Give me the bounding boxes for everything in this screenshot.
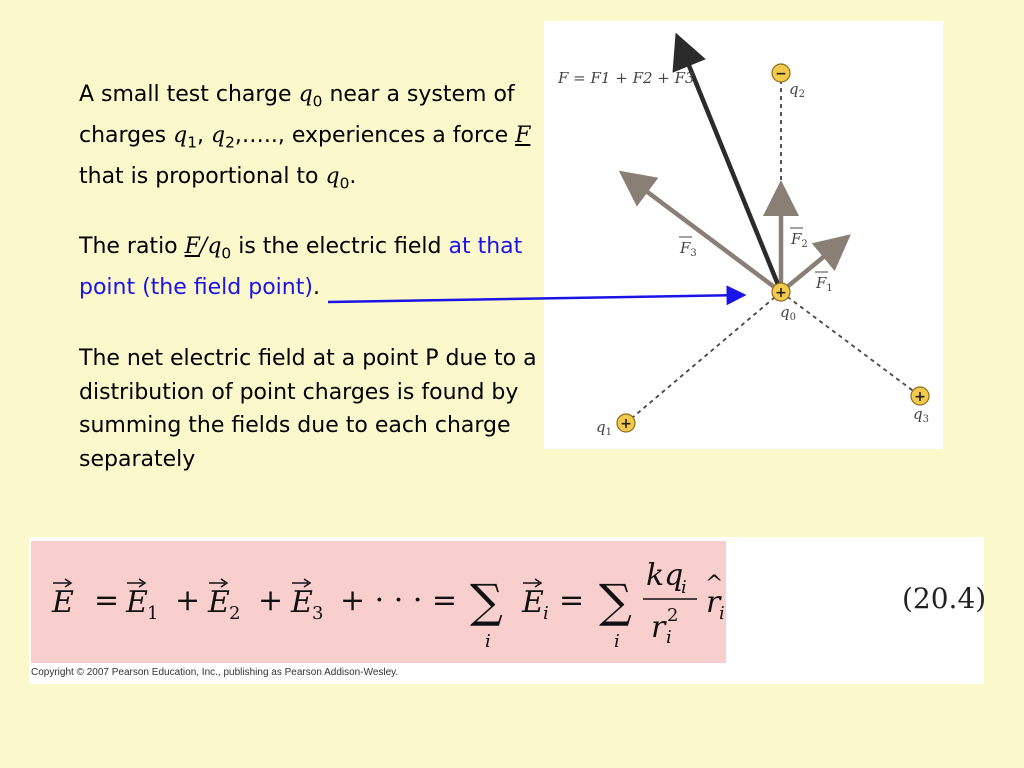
text-span: . — [312, 274, 320, 300]
svg-text:+: + — [775, 285, 787, 301]
svg-text:r: r — [651, 610, 667, 645]
svg-text:r: r — [706, 585, 722, 620]
net-force-sum-label: F = F1 + F2 + F3 — [557, 69, 695, 87]
svg-text:E: E — [125, 585, 148, 620]
svg-text:∑: ∑ — [599, 574, 632, 628]
dashed-line-q1 — [625, 291, 782, 424]
svg-text:1: 1 — [147, 603, 158, 624]
text-span: ,….., experiences a force — [234, 122, 516, 148]
charge-q0: + q0 — [771, 282, 796, 323]
net-force-arrow — [672, 32, 784, 293]
svg-text:E: E — [290, 585, 313, 620]
svg-text:−: − — [775, 66, 787, 82]
svg-text:+: + — [258, 583, 283, 618]
charge-q1: + q1 — [596, 413, 636, 438]
svg-text:kq: kq — [646, 558, 683, 593]
svg-text:i: i — [719, 603, 725, 624]
svg-text:=: = — [559, 583, 584, 618]
text-span: . — [349, 163, 357, 189]
q0-symbol: q0 — [298, 82, 323, 111]
copyright-notice: Copyright © 2007 Pearson Education, Inc.… — [31, 667, 399, 678]
svg-text:i: i — [543, 603, 549, 624]
svg-text:q2: q2 — [789, 80, 805, 100]
svg-text:i: i — [614, 631, 620, 652]
equation-panel: E = E 1 + E 2 + E 3 + · · · = ∑ i E — [29, 537, 987, 684]
label-f2: F2 — [790, 227, 808, 250]
label-f3: F3 — [679, 236, 697, 259]
svg-text:i: i — [681, 577, 687, 598]
svg-text:E: E — [521, 585, 544, 620]
svg-text:F1: F1 — [815, 274, 833, 294]
text-span: is the electric field — [231, 234, 449, 259]
svg-text:+: + — [620, 416, 632, 432]
svg-text:E: E — [207, 585, 230, 620]
text-span: A small test charge — [79, 82, 299, 107]
svg-text:3: 3 — [312, 603, 323, 624]
text-span: , — [197, 122, 212, 148]
dashed-line-q3 — [780, 291, 921, 397]
svg-text:+ · · · =: + · · · = — [340, 583, 457, 618]
equation-box — [31, 541, 726, 663]
equation-20-4: E = E 1 + E 2 + E 3 + · · · = ∑ i E — [51, 558, 725, 652]
force-arrow-f1 — [779, 234, 851, 294]
svg-text:2: 2 — [667, 605, 678, 626]
force-arrow-f3 — [618, 170, 783, 294]
force-symbol: F — [184, 234, 200, 259]
q0-symbol: q0 — [207, 234, 232, 263]
svg-text:+: + — [914, 389, 926, 405]
slash: / — [199, 234, 208, 259]
svg-text:∑: ∑ — [470, 574, 503, 628]
force-symbol: F — [515, 122, 531, 148]
svg-text:i: i — [666, 627, 672, 648]
paragraph-superposition: The net electric field at a point P due … — [79, 346, 537, 472]
text-span: near a system of charges — [79, 82, 515, 148]
svg-text:F2: F2 — [790, 230, 808, 250]
label-f1: F1 — [815, 271, 833, 294]
charge-q2: − q2 — [771, 63, 805, 100]
q1-symbol: q1 — [173, 122, 198, 152]
q0-symbol: q0 — [325, 163, 350, 193]
charge-q3: + q3 — [910, 386, 930, 425]
q2-symbol: q2 — [211, 122, 235, 152]
text-span: that is proportional to — [79, 163, 326, 189]
paragraph-field-definition: The ratio F/q0 is the electric field at … — [79, 230, 544, 304]
svg-text:=: = — [94, 583, 119, 618]
svg-text:q0: q0 — [780, 303, 796, 323]
text-span: The ratio — [79, 234, 185, 259]
force-diagram: F = F1 + F2 + F3 F1 F2 F3 + q0 + q1 − — [544, 21, 943, 449]
svg-text:+: + — [175, 583, 200, 618]
svg-text:F3: F3 — [679, 239, 697, 259]
paragraph-test-charge: A small test charge q0 near a system of … — [79, 78, 544, 201]
force-diagram-svg: F = F1 + F2 + F3 F1 F2 F3 + q0 + q1 − — [557, 32, 930, 438]
svg-text:q3: q3 — [913, 405, 929, 425]
field-point-text: at that point (the field point) — [79, 234, 523, 300]
svg-text:2: 2 — [229, 603, 240, 624]
svg-text:i: i — [485, 631, 491, 652]
equation-number: (20.4) — [902, 582, 987, 615]
svg-text:E: E — [51, 585, 74, 620]
svg-text:^: ^ — [705, 572, 723, 597]
svg-text:q1: q1 — [596, 418, 612, 438]
